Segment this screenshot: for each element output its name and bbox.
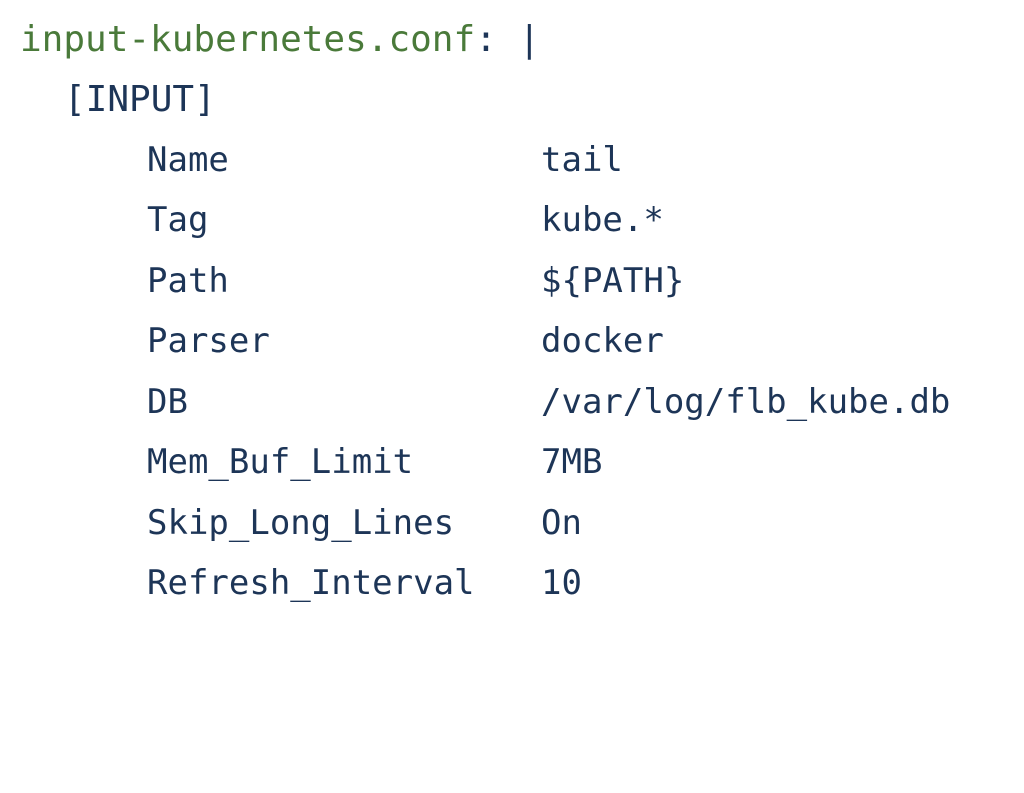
config-entry: Skip_Long_Lines On <box>147 493 1007 553</box>
config-entry: Mem_Buf_Limit 7MB <box>147 432 1007 492</box>
entry-value: tail <box>541 140 623 180</box>
entry-name: Path <box>147 261 229 301</box>
config-key: input-kubernetes.conf <box>20 19 476 60</box>
entry-value: On <box>541 503 582 543</box>
config-key-line: input-kubernetes.conf: | <box>20 10 540 70</box>
config-entry: Path ${PATH} <box>147 251 1007 311</box>
config-entry: DB /var/log/flb_kube.db <box>147 372 1007 432</box>
entry-name: Tag <box>147 200 209 240</box>
entry-value: 10 <box>541 563 582 603</box>
config-entry: Tag kube.* <box>147 190 1007 250</box>
entry-name: DB <box>147 382 188 422</box>
code-block: input-kubernetes.conf: | [INPUT] Name ta… <box>20 10 1007 613</box>
entry-value: docker <box>541 321 664 361</box>
entry-name: Mem_Buf_Limit <box>147 442 414 482</box>
config-entry: Refresh_Interval 10 <box>147 553 1007 613</box>
entry-name: Refresh_Interval <box>147 563 475 603</box>
entry-name: Name <box>147 140 229 180</box>
entry-name: Skip_Long_Lines <box>147 503 455 543</box>
entry-value: /var/log/flb_kube.db <box>541 382 951 422</box>
config-entry: Name tail <box>147 130 1007 190</box>
entry-value: kube.* <box>541 200 664 240</box>
entry-value: 7MB <box>541 442 603 482</box>
entry-name: Parser <box>147 321 270 361</box>
config-separator: : | <box>475 19 541 60</box>
config-entry: Parser docker <box>147 311 1007 371</box>
entry-value: ${PATH} <box>541 261 685 301</box>
section-header: [INPUT] <box>64 79 216 120</box>
